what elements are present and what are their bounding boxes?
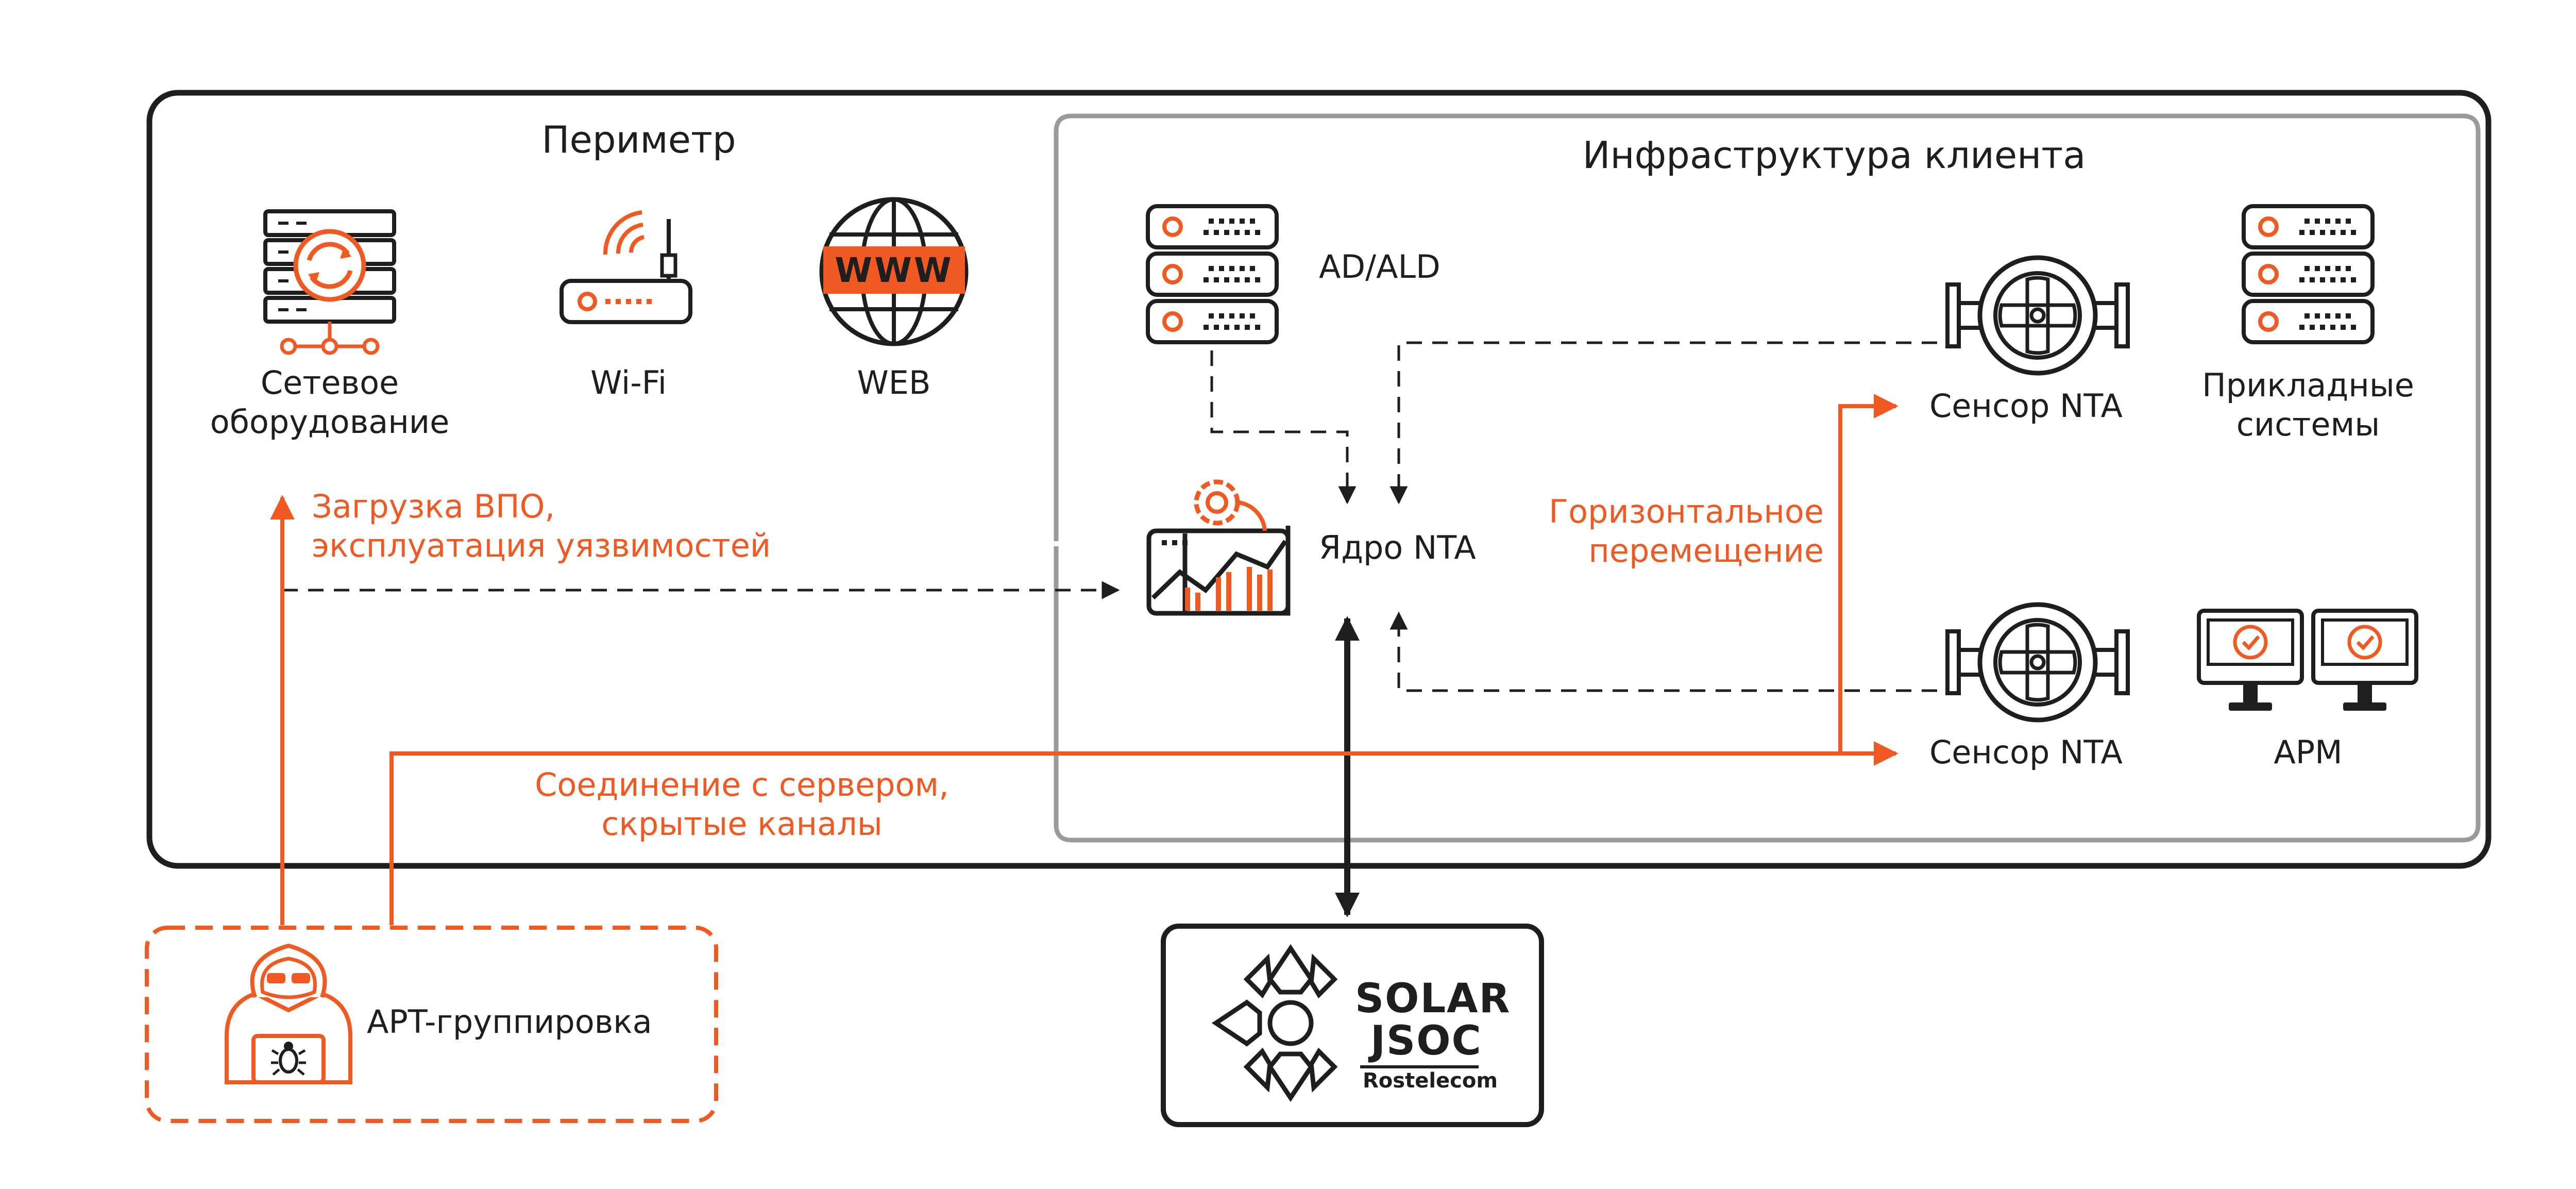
hacker-icon <box>225 943 352 1084</box>
network-equipment-label: Сетевое оборудование <box>210 364 450 441</box>
infrastructure-frame <box>1054 113 2481 843</box>
sensor-top-label: Сенсор NTA <box>1929 387 2123 425</box>
apt-box <box>145 926 718 1123</box>
malware-flow-label: Загрузка ВПО, эксплуатация уязвимостей <box>312 488 771 564</box>
perimeter-title: Периметр <box>541 118 736 161</box>
arm-label: АРМ <box>2274 733 2343 771</box>
soc-line1: SOLAR <box>1355 976 1511 1022</box>
wifi-label: Wi-Fi <box>590 364 667 401</box>
infrastructure-title: Инфраструктура клиента <box>1582 133 2086 177</box>
soc-line2: JSOC <box>1370 1018 1482 1064</box>
analytics-gear-icon <box>1146 479 1291 616</box>
soc-box <box>1161 924 1544 1127</box>
www-globe-icon <box>819 197 969 346</box>
apps-server-icon <box>2244 206 2372 342</box>
dashed-flows <box>282 341 1937 692</box>
solar-jsoc-logo-icon <box>1211 944 1479 1102</box>
ad-label: AD/ALD <box>1319 248 1440 286</box>
www-badge: WWW <box>835 250 954 290</box>
outer-frame <box>146 90 2492 869</box>
lateral-flow-label: Горизонтальное перемещение <box>1549 493 1824 570</box>
apt-label: APT-группировка <box>367 1003 652 1041</box>
sensor-bottom-label: Сенсор NTA <box>1929 733 2123 771</box>
ad-server-icon <box>1148 206 1277 342</box>
soc-line3: Rostelecom <box>1363 1069 1498 1093</box>
wifi-router-icon <box>560 210 692 324</box>
network-equipment-icon <box>263 209 396 355</box>
workstation-icon <box>2199 611 2416 711</box>
sensor-bottom-icon <box>1947 605 2128 720</box>
attack-flows <box>270 394 1899 925</box>
sensor-top-icon <box>1947 258 2128 373</box>
apps-label: Прикладные системы <box>2202 366 2414 443</box>
web-label: WEB <box>857 364 931 401</box>
core-label: Ядро NTA <box>1319 529 1476 566</box>
c2-flow-label: Соединение с сервером, скрытые каналы <box>535 766 949 843</box>
